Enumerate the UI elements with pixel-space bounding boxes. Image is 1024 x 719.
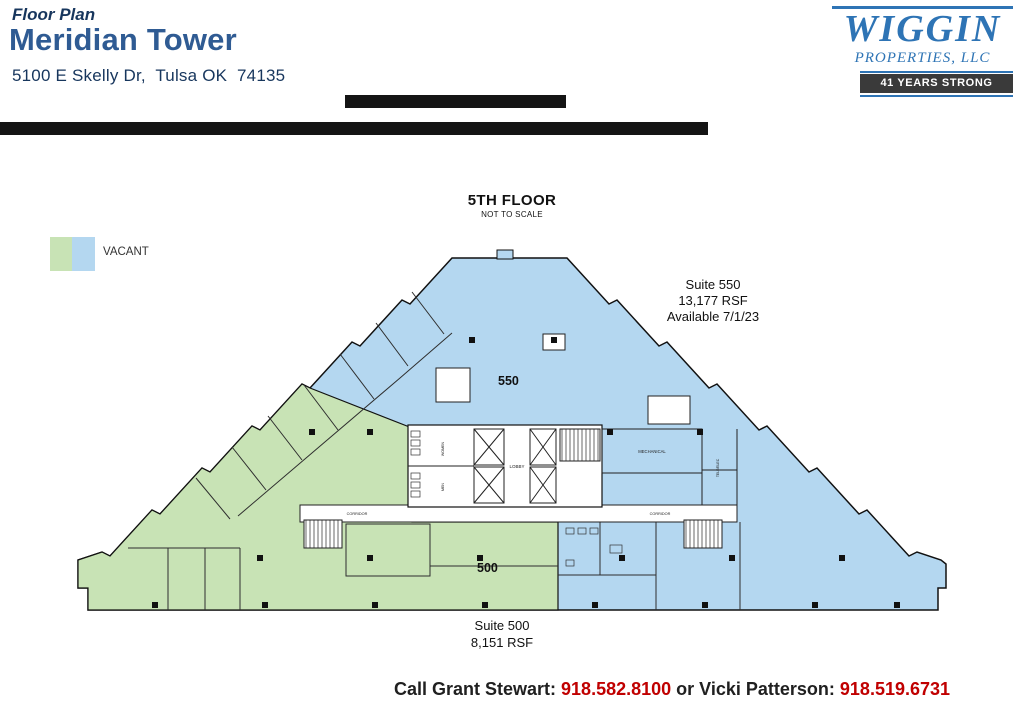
elevator-bank bbox=[473, 428, 557, 504]
suite-550-name: Suite 550 bbox=[685, 277, 741, 292]
address-line: 5100 E Skelly Dr, Tulsa OK 74135 bbox=[12, 66, 286, 85]
partitions-group bbox=[128, 291, 741, 610]
suite-550-floor-label: 550 bbox=[498, 374, 519, 388]
women-label: WOMEN bbox=[441, 442, 445, 457]
mechanical-label: MECHANICAL bbox=[638, 449, 666, 454]
corridor-label-right: CORRIDOR bbox=[650, 512, 671, 516]
suite-550-available: Available 7/1/23 bbox=[666, 309, 760, 324]
legend-swatch-green bbox=[50, 237, 72, 271]
suite-550-info: Suite 550 13,177 RSF Available 7/1/23 bbox=[628, 277, 798, 325]
logo-subtitle: PROPERTIES, LLC bbox=[854, 50, 991, 66]
columns-group bbox=[152, 337, 900, 608]
page-title: Meridian Tower bbox=[9, 22, 237, 57]
corridor-label-left: CORRIDOR bbox=[347, 512, 368, 516]
stairs-group bbox=[303, 428, 723, 549]
divider-bar-short bbox=[345, 95, 566, 108]
suite-500-rsf: 8,151 RSF bbox=[470, 635, 534, 650]
logo-rule-bottom bbox=[860, 95, 1013, 97]
lobby-label: LOBBY bbox=[509, 464, 524, 469]
suite-500-region bbox=[77, 383, 559, 611]
men-label: MEN bbox=[441, 483, 445, 491]
plan-scale-note: NOT TO SCALE bbox=[481, 210, 543, 219]
roof-bump bbox=[496, 249, 514, 260]
logo-rule-top bbox=[832, 6, 1013, 9]
contact-connector: or Vicki Patterson: bbox=[676, 679, 835, 699]
tele-label: TELE/ELEC bbox=[716, 458, 720, 477]
logo-word: WIGGIN bbox=[843, 8, 1002, 50]
plan-title-block: 5TH FLOOR NOT TO SCALE bbox=[362, 192, 662, 219]
contact-prefix: Call Grant Stewart: bbox=[393, 679, 557, 699]
divider-bar-long bbox=[0, 122, 708, 135]
legend-swatch-blue bbox=[72, 237, 95, 271]
logo-badge: 41 YEARS STRONG bbox=[860, 74, 1013, 93]
plan-title: 5TH FLOOR bbox=[467, 192, 557, 209]
logo-rule-mid bbox=[860, 71, 1013, 73]
suite-550-rsf: 13,177 RSF bbox=[678, 293, 748, 308]
mechanical-room bbox=[601, 428, 738, 505]
suite-500-name: Suite 500 bbox=[474, 618, 530, 633]
legend-label: VACANT bbox=[103, 246, 149, 258]
floor-plan-eyebrow: Floor Plan bbox=[12, 5, 96, 24]
small-rooms-group bbox=[435, 333, 691, 425]
suite-500-info: Suite 500 8,151 RSF bbox=[417, 617, 587, 651]
fixtures-group bbox=[565, 527, 623, 567]
phone-number-1: 918.582.8100 bbox=[561, 679, 672, 699]
phone-number-2: 918.519.6731 bbox=[839, 679, 951, 699]
restrooms-group bbox=[408, 430, 474, 498]
contact-line: Call Grant Stewart: 918.582.8100 or Vick… bbox=[320, 679, 1024, 700]
suite-500-floor-label: 500 bbox=[477, 561, 498, 575]
